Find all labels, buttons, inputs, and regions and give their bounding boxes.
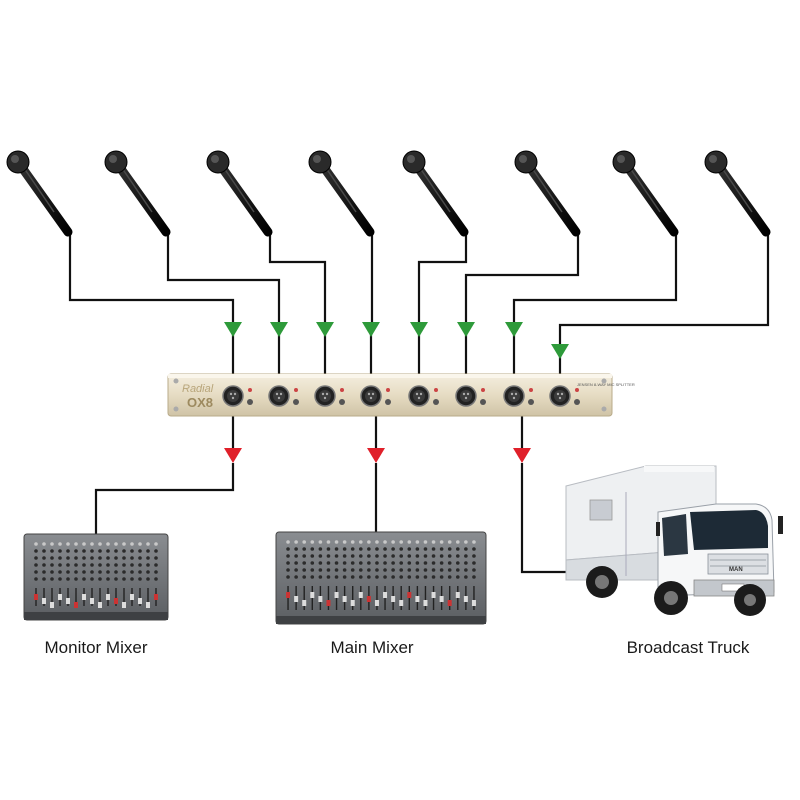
input-cable-1 bbox=[68, 232, 235, 322]
output-arrow-2 bbox=[367, 448, 385, 463]
input-arrow-1 bbox=[224, 322, 242, 337]
input-arrow-6 bbox=[457, 322, 475, 337]
xlr-jack-2 bbox=[268, 385, 299, 407]
microphone-2 bbox=[104, 150, 171, 237]
input-arrow-2 bbox=[270, 322, 288, 337]
arrow-group bbox=[224, 322, 569, 463]
input-arrow-7 bbox=[505, 322, 523, 337]
microphone-1 bbox=[6, 150, 73, 237]
xlr-jack-group bbox=[222, 385, 580, 407]
input-arrow-5 bbox=[410, 322, 428, 337]
mic-splitter-rack: Radial OX8 JENSEN 8-WAY MIC SPLITTER bbox=[167, 373, 635, 417]
output-arrow-3 bbox=[513, 448, 531, 463]
xlr-jack-1 bbox=[222, 385, 253, 407]
input-cable-8 bbox=[558, 232, 770, 344]
rack-model-label: OX8 bbox=[187, 395, 213, 410]
microphone-4 bbox=[308, 150, 375, 237]
xlr-jack-7 bbox=[503, 385, 534, 407]
input-arrow-3 bbox=[316, 322, 334, 337]
xlr-jack-5 bbox=[408, 385, 439, 407]
xlr-jack-6 bbox=[455, 385, 486, 407]
main-mixer bbox=[275, 531, 487, 625]
input-cable-6 bbox=[464, 232, 580, 322]
output-cable-3 bbox=[520, 416, 566, 574]
xlr-jack-8 bbox=[549, 385, 580, 407]
rack-panel-text: JENSEN 8-WAY MIC SPLITTER bbox=[577, 382, 635, 387]
input-arrow-8 bbox=[551, 344, 569, 359]
output-arrow-1 bbox=[224, 448, 242, 463]
microphone-8 bbox=[704, 150, 771, 237]
monitor-mixer-label: Monitor Mixer bbox=[44, 638, 148, 657]
microphone-3 bbox=[206, 150, 273, 237]
microphone-6 bbox=[514, 150, 581, 237]
microphone-group bbox=[6, 150, 771, 237]
broadcast-truck: MAN bbox=[565, 465, 783, 616]
output-cable-1 bbox=[94, 416, 235, 534]
input-arrow-4 bbox=[362, 322, 380, 337]
truck-brand-badge: MAN bbox=[729, 567, 743, 573]
xlr-jack-4 bbox=[360, 385, 391, 407]
input-cable-5 bbox=[417, 232, 468, 322]
xlr-jack-3 bbox=[314, 385, 345, 407]
monitor-mixer bbox=[23, 533, 169, 621]
microphone-7 bbox=[612, 150, 679, 237]
microphone-5 bbox=[402, 150, 469, 237]
broadcast-truck-label: Broadcast Truck bbox=[626, 638, 750, 657]
input-cable-7 bbox=[512, 232, 678, 322]
main-mixer-label: Main Mixer bbox=[330, 638, 414, 657]
rack-brand-logo: Radial bbox=[182, 383, 214, 395]
input-cable-2 bbox=[166, 232, 281, 322]
input-cable-3 bbox=[268, 232, 327, 322]
